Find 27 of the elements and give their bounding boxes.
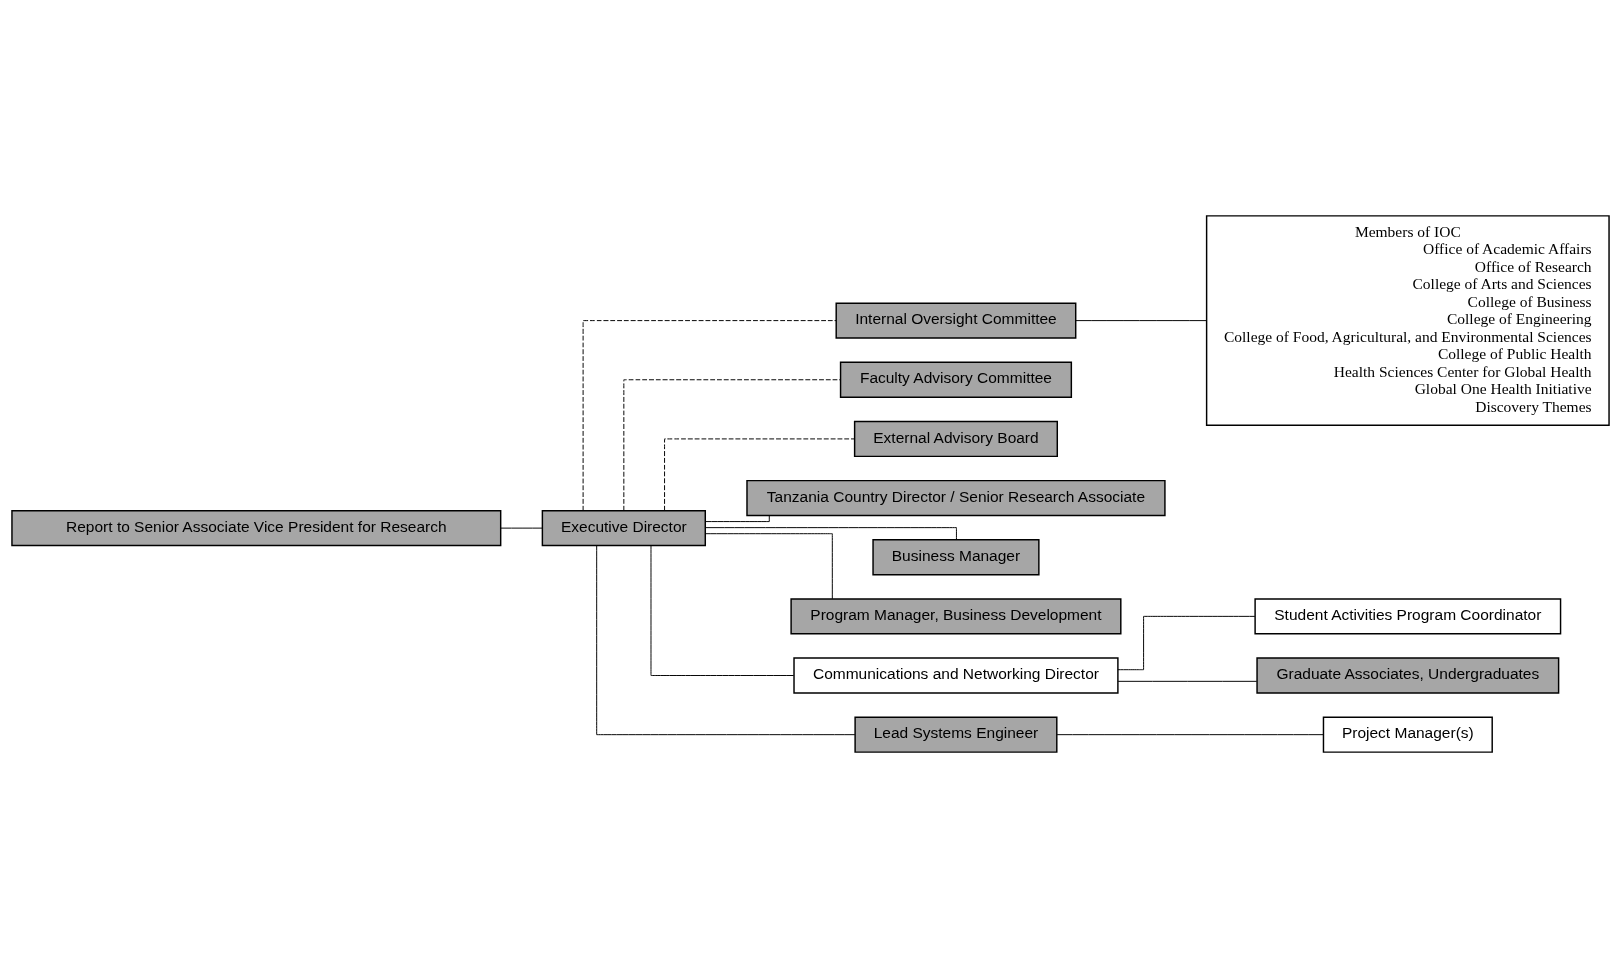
node-box: Tanzania Country Director / Senior Research Associate bbox=[746, 479, 1166, 517]
node-box: Project Manager(s) bbox=[1322, 716, 1493, 753]
node-box: Graduate Associates, Undergraduates bbox=[1256, 657, 1560, 694]
node-box: Faculty Advisory Committee bbox=[839, 361, 1073, 398]
connector bbox=[1056, 734, 1324, 736]
connector bbox=[582, 320, 837, 511]
node-box: Executive Director bbox=[541, 509, 706, 547]
connector bbox=[705, 515, 770, 523]
connector bbox=[704, 533, 833, 600]
node-box: Internal Oversight Committee bbox=[835, 302, 1077, 339]
connector bbox=[650, 545, 795, 676]
connector bbox=[705, 527, 957, 541]
connector bbox=[500, 527, 543, 529]
connector bbox=[1117, 615, 1256, 671]
node-box: Report to Senior Associate Vice President for Research bbox=[11, 509, 502, 547]
connector bbox=[623, 379, 841, 511]
connector bbox=[1117, 680, 1258, 682]
node-box: Members of IOC Office of Academic Affairs Office of Research College of Arts and Sciences College of Business College of Engineering College of Food, Agricultural, and Environmental Sciences College of Public Health Health Sciences Center for Global Health Global One Health Initiative Discovery Themes bbox=[1205, 215, 1610, 427]
node-box: Business Manager bbox=[872, 539, 1040, 576]
connector bbox=[596, 545, 856, 736]
connector bbox=[664, 438, 855, 511]
node-box: External Advisory Board bbox=[853, 420, 1058, 458]
node-box: Student Activities Program Coordinator bbox=[1254, 598, 1562, 635]
node-box: Communications and Networking Director bbox=[793, 657, 1119, 694]
node-box: Program Manager, Business Development bbox=[790, 598, 1122, 635]
connector bbox=[1075, 320, 1207, 322]
node-box: Lead Systems Engineer bbox=[854, 716, 1058, 753]
